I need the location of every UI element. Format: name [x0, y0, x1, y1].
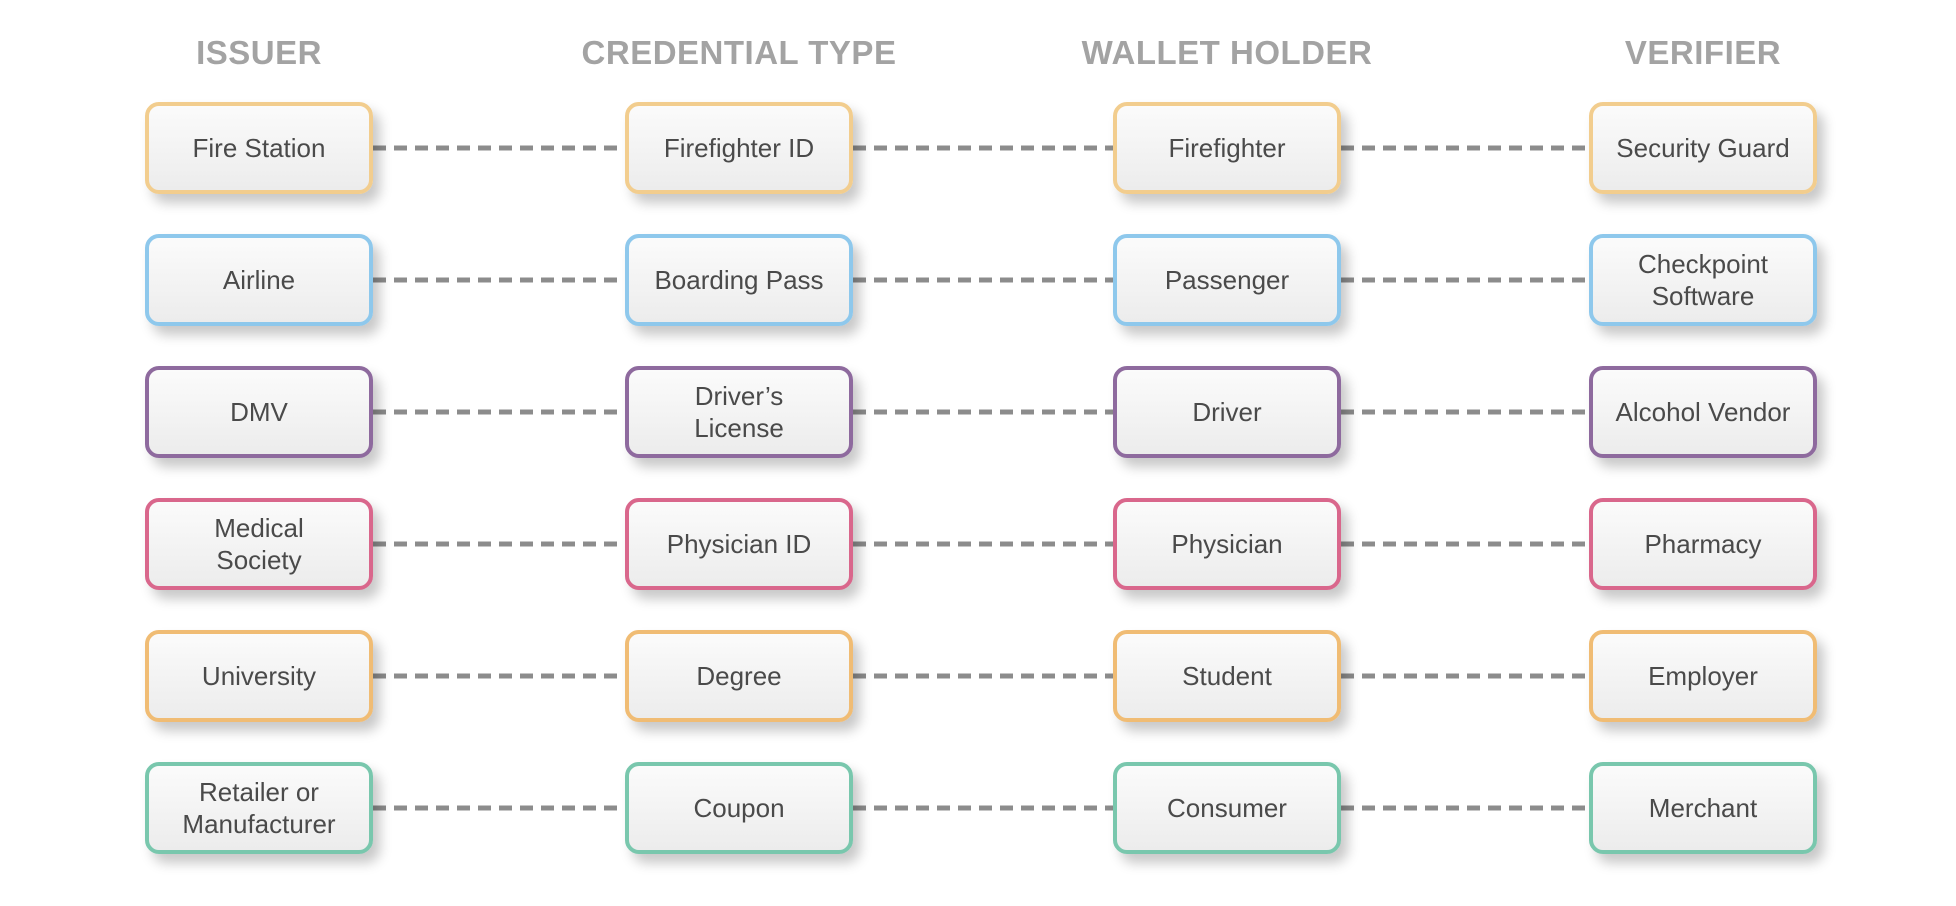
verifier-node-row6: Merchant	[1589, 762, 1817, 854]
node-label: Passenger	[1164, 265, 1290, 295]
credential-node-row3: Driver’s License	[625, 366, 853, 458]
issuer-node-row4: Medical Society	[145, 498, 373, 590]
issuer-node-row3: DMV	[145, 366, 373, 458]
node-label: Security Guard	[1616, 133, 1790, 163]
node-label: Checkpoint Software	[1637, 249, 1769, 311]
node-label: Boarding Pass	[654, 265, 824, 295]
node-label: Driver	[1192, 397, 1262, 427]
credential-node-row4: Physician ID	[625, 498, 853, 590]
node-label: Merchant	[1648, 793, 1758, 823]
node-label: Physician	[1171, 529, 1283, 559]
node-label: Employer	[1648, 661, 1758, 691]
node-label: Retailer or Manufacturer	[182, 777, 336, 839]
node-label: University	[201, 661, 317, 691]
issuer-node-row2: Airline	[145, 234, 373, 326]
header-wallet-holder: WALLET HOLDER	[1081, 34, 1373, 71]
node-label: Pharmacy	[1644, 529, 1762, 559]
verifier-node-row2: Checkpoint Software	[1589, 234, 1817, 326]
verifier-node-row3: Alcohol Vendor	[1589, 366, 1817, 458]
node-label: Driver’s License	[694, 381, 784, 443]
node-label: Consumer	[1167, 793, 1287, 823]
node-label: Degree	[696, 661, 782, 691]
holder-node-row5: Student	[1113, 630, 1341, 722]
verifier-node-row4: Pharmacy	[1589, 498, 1817, 590]
holder-node-row3: Driver	[1113, 366, 1341, 458]
node-label: Alcohol Vendor	[1615, 397, 1791, 427]
holder-node-row4: Physician	[1113, 498, 1341, 590]
holder-node-row6: Consumer	[1113, 762, 1341, 854]
credential-node-row6: Coupon	[625, 762, 853, 854]
verifier-node-row5: Employer	[1589, 630, 1817, 722]
credential-node-row2: Boarding Pass	[625, 234, 853, 326]
header-credential-type: CREDENTIAL TYPE	[581, 34, 897, 71]
node-label: Airline	[222, 265, 296, 295]
node-label: Physician ID	[666, 529, 812, 559]
issuer-node-row6: Retailer or Manufacturer	[145, 762, 373, 854]
issuer-node-row1: Fire Station	[145, 102, 373, 194]
issuer-node-row5: University	[145, 630, 373, 722]
credential-node-row5: Degree	[625, 630, 853, 722]
header-verifier: VERIFIER	[1624, 34, 1782, 71]
node-label: Student	[1182, 661, 1272, 691]
holder-node-row2: Passenger	[1113, 234, 1341, 326]
node-label: Medical Society	[214, 513, 304, 575]
node-label: Firefighter ID	[663, 133, 815, 163]
verifier-node-row1: Security Guard	[1589, 102, 1817, 194]
header-issuer: ISSUER	[196, 34, 322, 71]
node-label: Coupon	[693, 793, 785, 823]
credential-node-row1: Firefighter ID	[625, 102, 853, 194]
node-label: Firefighter	[1168, 133, 1286, 163]
node-label: Fire Station	[192, 133, 326, 163]
holder-node-row1: Firefighter	[1113, 102, 1341, 194]
node-label: DMV	[230, 397, 288, 427]
